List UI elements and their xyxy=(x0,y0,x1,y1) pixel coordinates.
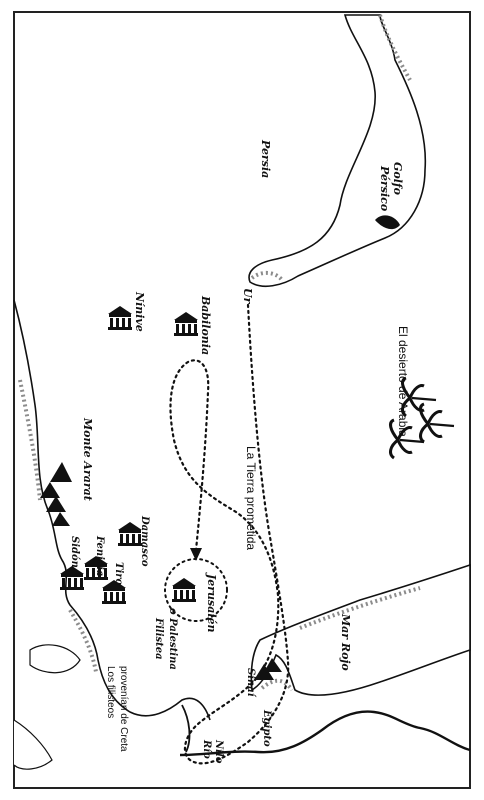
temple-icon xyxy=(174,312,198,336)
temple-icon xyxy=(84,556,108,580)
temple-icon xyxy=(102,580,126,604)
label-desierto: El desierto de Arabia xyxy=(396,326,410,437)
persian-gulf xyxy=(248,14,427,288)
palm-tree-icon xyxy=(419,402,455,444)
temple-icon xyxy=(118,522,142,546)
palm-tree-icon xyxy=(401,376,437,418)
nile-river xyxy=(179,710,471,757)
label-persico: Pérsico xyxy=(378,165,391,211)
label-tiro: Tiro xyxy=(113,562,124,586)
route-arrow-head xyxy=(190,548,202,561)
label-babilonia: Babilonia xyxy=(199,295,212,355)
label-fenicia: Fenicia xyxy=(94,535,105,576)
temple-icon xyxy=(108,306,132,330)
label-ur: Ur xyxy=(241,288,254,305)
label-o-palestina: o Palestina xyxy=(167,608,178,670)
label-nilo: Nilo xyxy=(213,739,224,764)
jerusalem-circle xyxy=(164,558,228,622)
label-sinai: Sinaí xyxy=(245,668,256,698)
label-tierra-prometida: La Tierra prometida xyxy=(244,446,258,550)
label-rio: Río xyxy=(201,739,212,759)
label-mar-rojo: Mar Rojo xyxy=(339,613,352,671)
label-egipto: Egipto xyxy=(261,709,272,747)
mediterranean-coast xyxy=(13,299,211,770)
temple-icon xyxy=(172,578,196,602)
label-sidon: Sidón xyxy=(69,536,80,568)
label-golfo: Golfo xyxy=(391,162,404,195)
route-ur-to-egypt xyxy=(169,303,290,765)
label-monte-ararat: Monte Ararat xyxy=(81,417,94,501)
temple-icon xyxy=(60,566,84,590)
label-filistea: Filistea xyxy=(153,617,164,660)
mountain-icon xyxy=(40,462,72,526)
red-sea xyxy=(250,563,471,696)
label-provenian-creta: provenían de Creta xyxy=(118,666,129,752)
nile-delta-branch xyxy=(181,704,191,753)
label-damasco: Damasco xyxy=(139,515,150,567)
mountain-icon xyxy=(254,658,282,680)
label-jerusalen: Jerusalén xyxy=(205,572,218,633)
label-ninive: Nínive xyxy=(133,291,146,332)
label-filisteos: Los filisteos xyxy=(105,666,116,718)
label-persia: Persia xyxy=(259,139,272,178)
palm-tree-icon xyxy=(389,418,425,460)
